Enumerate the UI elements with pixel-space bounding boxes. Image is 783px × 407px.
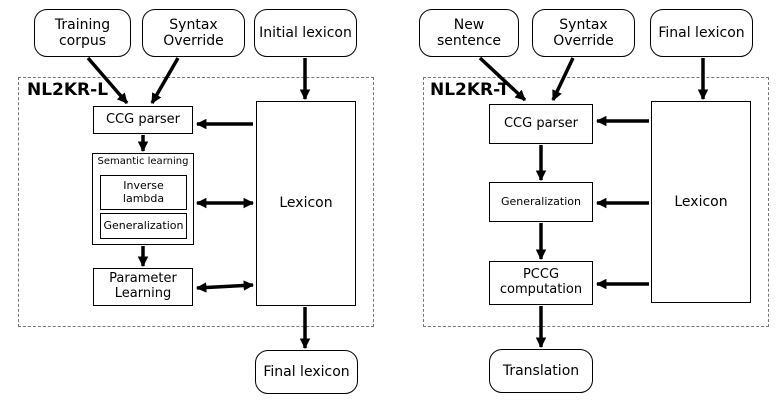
nl2kr-l-panel [18,77,374,327]
lexicon-node-right: Lexicon [651,101,751,303]
training-corpus-node: Training corpus [34,9,131,57]
final-lexicon-output-node: Final lexicon [255,350,358,394]
generalization-node-right: Generalization [489,182,593,222]
nl2kr-t-title: NL2KR-T [430,80,510,100]
initial-lexicon-node: Initial lexicon [254,9,357,57]
translation-node: Translation [489,349,593,393]
ccg-parser-node-right: CCG parser [489,104,593,144]
new-sentence-node: New sentence [419,9,519,57]
generalization-node-left: Generalization [100,213,187,239]
inverse-lambda-node: Inverse lambda [100,175,187,210]
syntax-override-node-left: Syntax Override [142,9,245,57]
nl2kr-l-title: NL2KR-L [27,80,109,100]
syntax-override-node-right: Syntax Override [532,9,635,57]
lexicon-node-left: Lexicon [256,101,356,306]
ccg-parser-node-left: CCG parser [93,106,193,134]
semantic-learning-title: Semantic learning [97,156,189,167]
nl2kr-t-panel [423,77,769,327]
final-lexicon-input-node: Final lexicon [650,9,753,57]
parameter-learning-node: Parameter Learning [93,268,193,306]
pccg-computation-node: PCCG computation [489,261,593,305]
